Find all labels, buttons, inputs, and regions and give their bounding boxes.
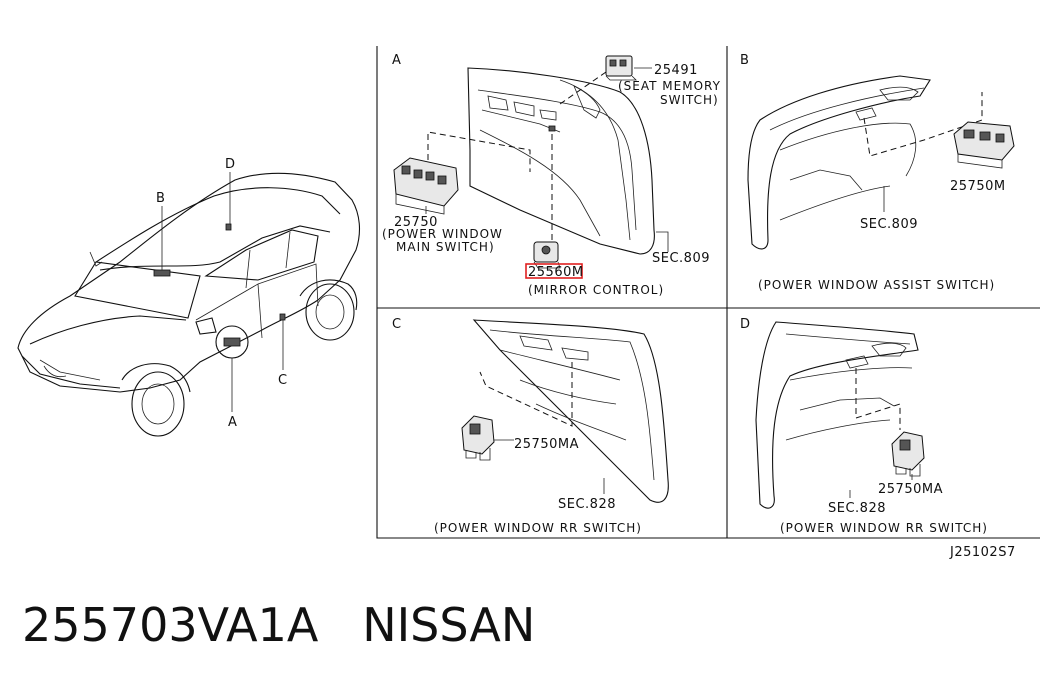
part-number-25750ma-c: 25750MA [514,437,579,452]
part-number-25491: 25491 [654,63,698,78]
panel-b-caption: (POWER WINDOW ASSIST SWITCH) [758,278,995,292]
footer-brand: NISSAN [362,598,536,652]
panel-d: D 25750MA SEC.828 (POWER WINDOW RR SWITC… [740,317,988,535]
panel-b: B 25750M SEC.809 (POWER WINDOW ASSIST SW… [740,53,1015,292]
panel-c: C 25750MA SEC.828 (POWER WINDOW RR SWITC… [392,317,669,535]
panel-a-sec: SEC.809 [652,251,710,266]
seat-memory-switch-part [605,55,637,81]
mirror-control-highlight [525,263,583,279]
part-number-25750: 25750 [394,215,438,230]
car-callout-b: B [156,191,165,206]
power-window-rr-switch-c-part [461,415,495,461]
panel-d-caption: (POWER WINDOW RR SWITCH) [780,521,988,535]
footer-part-info: 255703VA1A NISSAN [22,598,535,652]
car-callout-a: A [228,415,237,430]
panel-b-letter: B [740,53,749,68]
main-switch-desc-line2: MAIN SWITCH) [396,240,495,254]
power-window-main-switch-part [393,157,459,215]
power-window-rr-switch-d-part [891,431,925,477]
power-window-assist-switch-part [953,121,1015,169]
part-number-25750m: 25750M [950,179,1006,194]
main-switch-desc-line1: (POWER WINDOW [382,227,503,241]
panel-c-sec: SEC.828 [558,497,616,512]
panel-a: A 25491 (SEAT MEMORY SWITCH) [382,53,721,297]
panel-grid [376,46,1040,539]
part-number-25750ma-d: 25750MA [878,482,943,497]
seat-memory-desc-line1: (SEAT MEMORY [618,79,721,93]
panel-c-letter: C [392,317,401,332]
car-callout-d: D [225,157,235,172]
part-number-25560m: 25560M [528,265,584,280]
seat-memory-desc-line2: SWITCH) [660,93,719,107]
panel-d-letter: D [740,317,750,332]
panel-d-sec: SEC.828 [828,501,886,516]
panel-c-caption: (POWER WINDOW RR SWITCH) [434,521,642,535]
diagram-code: J25102S7 [949,545,1016,560]
panel-a-letter: A [392,53,401,68]
car-callout-c: C [278,373,287,388]
panel-b-sec: SEC.809 [860,217,918,232]
mirror-control-part [533,241,561,269]
mirror-control-desc: (MIRROR CONTROL) [528,283,664,297]
footer-part-number: 255703VA1A [22,598,319,652]
car-illustration [17,172,361,437]
